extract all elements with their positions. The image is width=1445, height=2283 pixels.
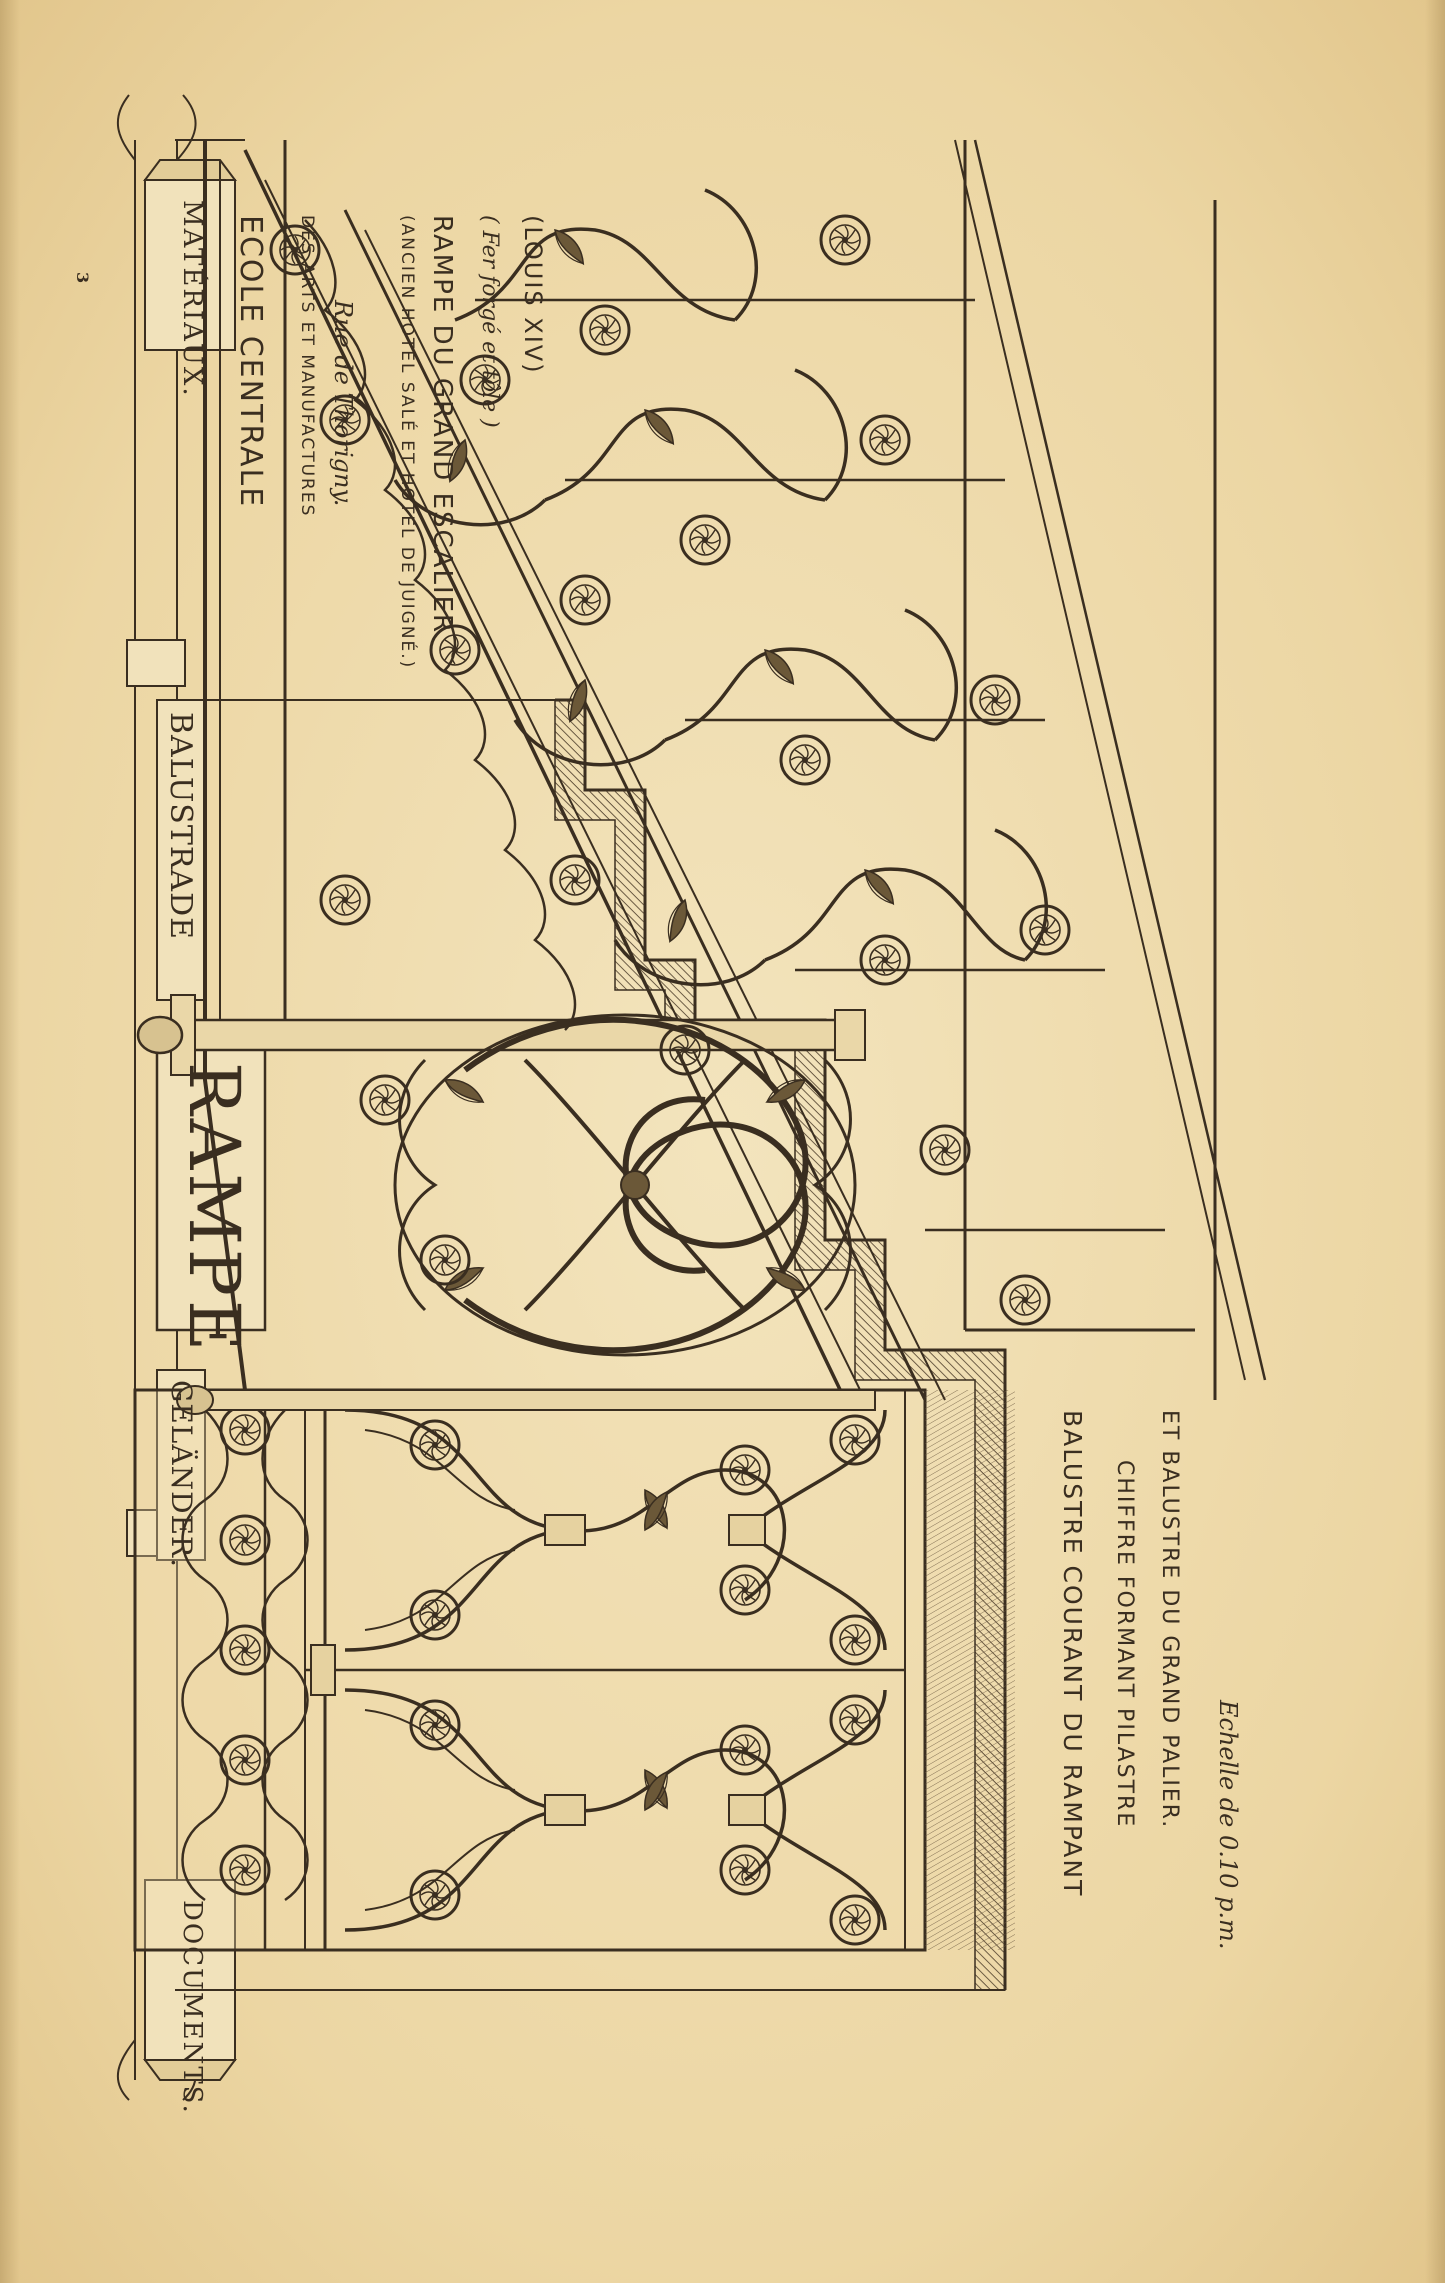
straight-balustrade — [133, 1388, 1015, 1952]
header-banner — [117, 94, 267, 2101]
caption-line-3: ET BALUSTRE DU GRAND PALIER. — [1157, 1410, 1182, 1830]
term-rampe: RAMPE — [173, 1062, 255, 1356]
page-edge-left — [0, 0, 20, 2283]
monogram-panel — [393, 1013, 857, 1357]
raking-upper-frieze — [304, 219, 577, 1031]
source-former: (ANCIEN HOTEL SALÉ ET HOTEL DE JUIGNÉ.) — [397, 215, 417, 670]
term-balustrade: BALUSTRADE — [163, 712, 198, 941]
source-material: ( Fer forgé et tôle ) — [477, 215, 502, 428]
source-street: Rue de Thorigny. — [329, 300, 357, 507]
term-gelander: GELÄNDER. — [165, 1380, 198, 1568]
raking-panel-scrolls — [393, 188, 1049, 987]
source-style: (LOUIS XIV) — [519, 215, 547, 375]
raking-panel-leaves — [442, 224, 900, 945]
ribbon-materiaux: MATÉRIAUX. — [177, 200, 207, 398]
caption-line-1: BALUSTRE COURANT DU RAMPANT — [1058, 1410, 1087, 1898]
caption-scale: Echelle de 0.10 p.m. — [1214, 1700, 1242, 1950]
raking-panel-rosettes — [269, 214, 1071, 1326]
ribbon-documents: DOCUMENTS. — [177, 1900, 207, 2115]
raking-stair-rail — [136, 139, 1267, 1415]
source-school: ECOLE CENTRALE — [233, 215, 268, 509]
source-subject: RAMPE DU GRAND ESCALIER — [427, 215, 457, 635]
caption-line-2: CHIFFRE FORMANT PILASTRE — [1112, 1460, 1137, 1829]
source-school-sub: DES ARTS ET MANUFACTURES — [297, 215, 317, 518]
